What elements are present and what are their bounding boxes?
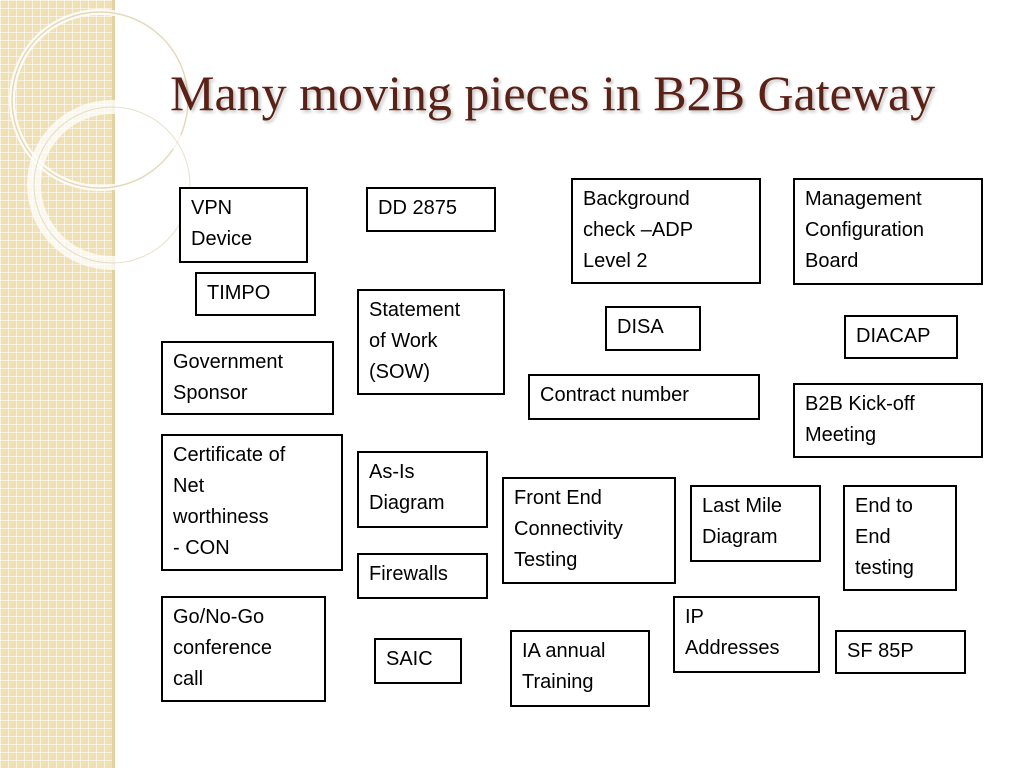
box-ip-addresses: IP Addresses [673,596,820,673]
box-certificate-net-worthiness: Certificate of Net worthiness - CON [161,434,343,571]
box-as-is-diagram: As-Is Diagram [357,451,488,528]
box-background-check: Background check –ADP Level 2 [571,178,761,284]
box-end-to-end-testing: End to End testing [843,485,957,591]
box-diacap: DIACAP [844,315,958,359]
box-b2b-kickoff: B2B Kick-off Meeting [793,383,983,458]
box-management-config-board: Management Configuration Board [793,178,983,285]
box-saic: SAIC [374,638,462,684]
box-statement-of-work: Statement of Work (SOW) [357,289,505,395]
slide-title: Many moving pieces in B2B Gateway [170,65,936,121]
box-dd-2875: DD 2875 [366,187,496,232]
box-go-no-go: Go/No-Go conference call [161,596,326,702]
box-sf-85p: SF 85P [835,630,966,674]
box-disa: DISA [605,306,701,351]
box-last-mile-diagram: Last Mile Diagram [690,485,821,562]
box-government-sponsor: Government Sponsor [161,341,334,415]
box-ia-annual-training: IA annual Training [510,630,650,707]
side-strip-edge [112,0,115,768]
box-contract-number: Contract number [528,374,760,420]
box-front-end-testing: Front End Connectivity Testing [502,477,676,584]
decorative-rings [9,9,197,270]
box-timpo: TIMPO [195,272,316,316]
box-vpn-device: VPN Device [179,187,308,263]
box-firewalls: Firewalls [357,553,488,599]
